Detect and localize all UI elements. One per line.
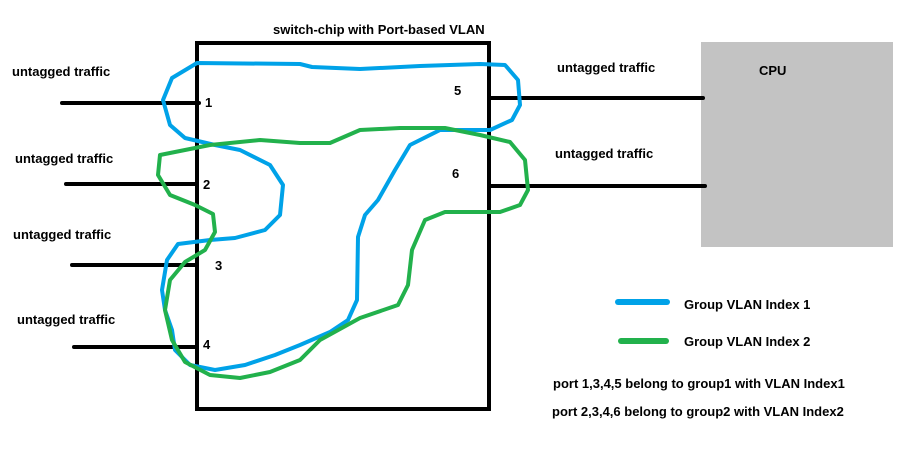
port-3-number: 3 <box>215 258 223 273</box>
port-2-traffic-label: untagged traffic <box>15 151 114 166</box>
legend-label-group1: Group VLAN Index 1 <box>684 297 811 312</box>
port-4-traffic-label: untagged traffic <box>17 312 116 327</box>
group1-vlan-loop <box>160 61 522 372</box>
note-group2: port 2,3,4,6 belong to group2 with VLAN … <box>552 404 844 419</box>
port-1-number: 1 <box>205 95 213 110</box>
diagram-title: switch-chip with Port-based VLAN <box>273 22 485 37</box>
group2-vlan-loop <box>156 126 530 380</box>
port-5-number: 5 <box>454 83 462 98</box>
port-1-traffic-label: untagged traffic <box>12 64 111 79</box>
note-group1: port 1,3,4,5 belong to group1 with VLAN … <box>553 376 845 391</box>
legend-label-group2: Group VLAN Index 2 <box>684 334 811 349</box>
port-6-traffic-label: untagged traffic <box>555 146 654 161</box>
switch-chip-box <box>195 41 491 411</box>
port-4-number: 4 <box>203 337 211 352</box>
cpu-box <box>701 42 893 247</box>
cpu-label: CPU <box>759 63 787 78</box>
port-3-traffic-label: untagged traffic <box>13 227 112 242</box>
port-5-traffic-label: untagged traffic <box>557 60 656 75</box>
port-2-number: 2 <box>203 177 211 192</box>
port-6-number: 6 <box>452 166 460 181</box>
